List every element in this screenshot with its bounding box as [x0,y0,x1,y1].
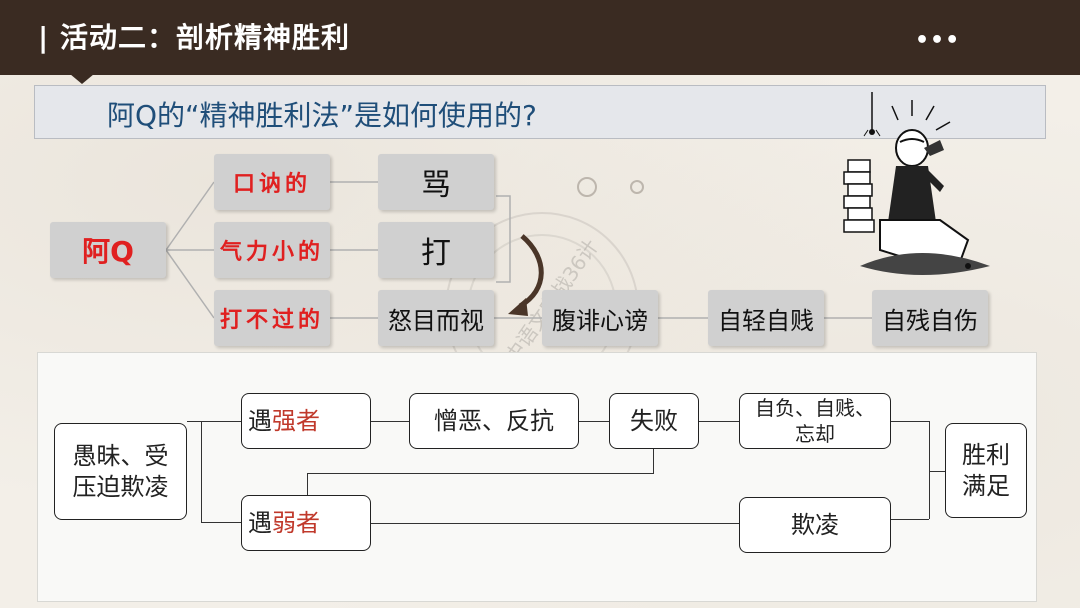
flow-highlight: 强者 [272,406,320,435]
decorative-circle [630,180,644,194]
node-action-5: 自轻自贱 [708,290,824,346]
flow-box-end: 胜利 满足 [945,423,1027,518]
flow-line [371,523,739,524]
question-text: 阿Q的“精神胜利法”是如何使用的? [107,99,537,132]
flow-box-strong: 遇强者 [241,393,371,449]
node-action-2: 打 [378,222,494,278]
arrow-head [508,298,528,316]
ah-q-illustration [843,92,990,275]
flow-box-self-line2: 忘却 [795,422,835,446]
header-notch [70,74,94,84]
flow-line [187,421,241,422]
flow-box-start-line2: 压迫欺凌 [72,472,169,501]
flow-highlight: 弱者 [272,508,320,537]
node-branch-2: 气力小的 [214,222,330,278]
more-options-icon[interactable]: ••• [915,28,961,53]
header-bar: | 活动二：剖析精神胜利 ••• [0,0,1080,75]
tree-connectors [165,181,872,319]
page-title: | 活动二：剖析精神胜利 [38,21,350,54]
decorative-circle [577,177,597,197]
node-branch-3: 打不过的 [214,290,330,346]
connector-line [165,181,215,251]
flow-line [307,473,308,495]
curved-arrow [518,234,544,309]
flow-diagram-panel [37,352,1037,602]
node-branch-1: 口讷的 [214,154,330,210]
flow-box-start-line1: 愚昧、受 [72,441,169,470]
flow-line [929,421,930,519]
flow-box-start: 愚昧、受 压迫欺凌 [54,423,187,520]
flow-box-end-line2: 满足 [962,471,1010,500]
flow-line [929,471,945,472]
flow-line [371,421,409,422]
flow-box-bully: 欺凌 [739,497,891,553]
flow-line [579,421,609,422]
node-action-6: 自残自伤 [872,290,988,346]
node-action-3: 怒目而视 [378,290,494,346]
flow-line [201,421,202,522]
flow-line [653,449,654,473]
flow-prefix: 遇 [248,508,272,537]
flow-box-self: 自负、自贱、 忘却 [739,393,891,449]
flow-box-end-line1: 胜利 [962,440,1010,469]
node-action-1: 骂 [378,154,494,210]
bracket-line [496,195,511,283]
question-bar: 阿Q的“精神胜利法”是如何使用的? [34,85,1046,139]
node-ah-q: 阿Q [50,222,166,278]
flow-box-fail: 失败 [609,393,699,449]
flow-box-self-line1: 自负、自贱、 [755,396,875,420]
node-action-4: 腹诽心谤 [542,290,658,346]
flow-line [891,519,929,520]
flow-line [699,421,739,422]
flow-line [201,522,241,523]
flow-prefix: 遇 [248,406,272,435]
connector-line [165,249,215,319]
flow-box-hate: 憎恶、反抗 [409,393,579,449]
flow-line [307,473,654,474]
flow-box-weak: 遇弱者 [241,495,371,551]
flow-line [891,421,929,422]
